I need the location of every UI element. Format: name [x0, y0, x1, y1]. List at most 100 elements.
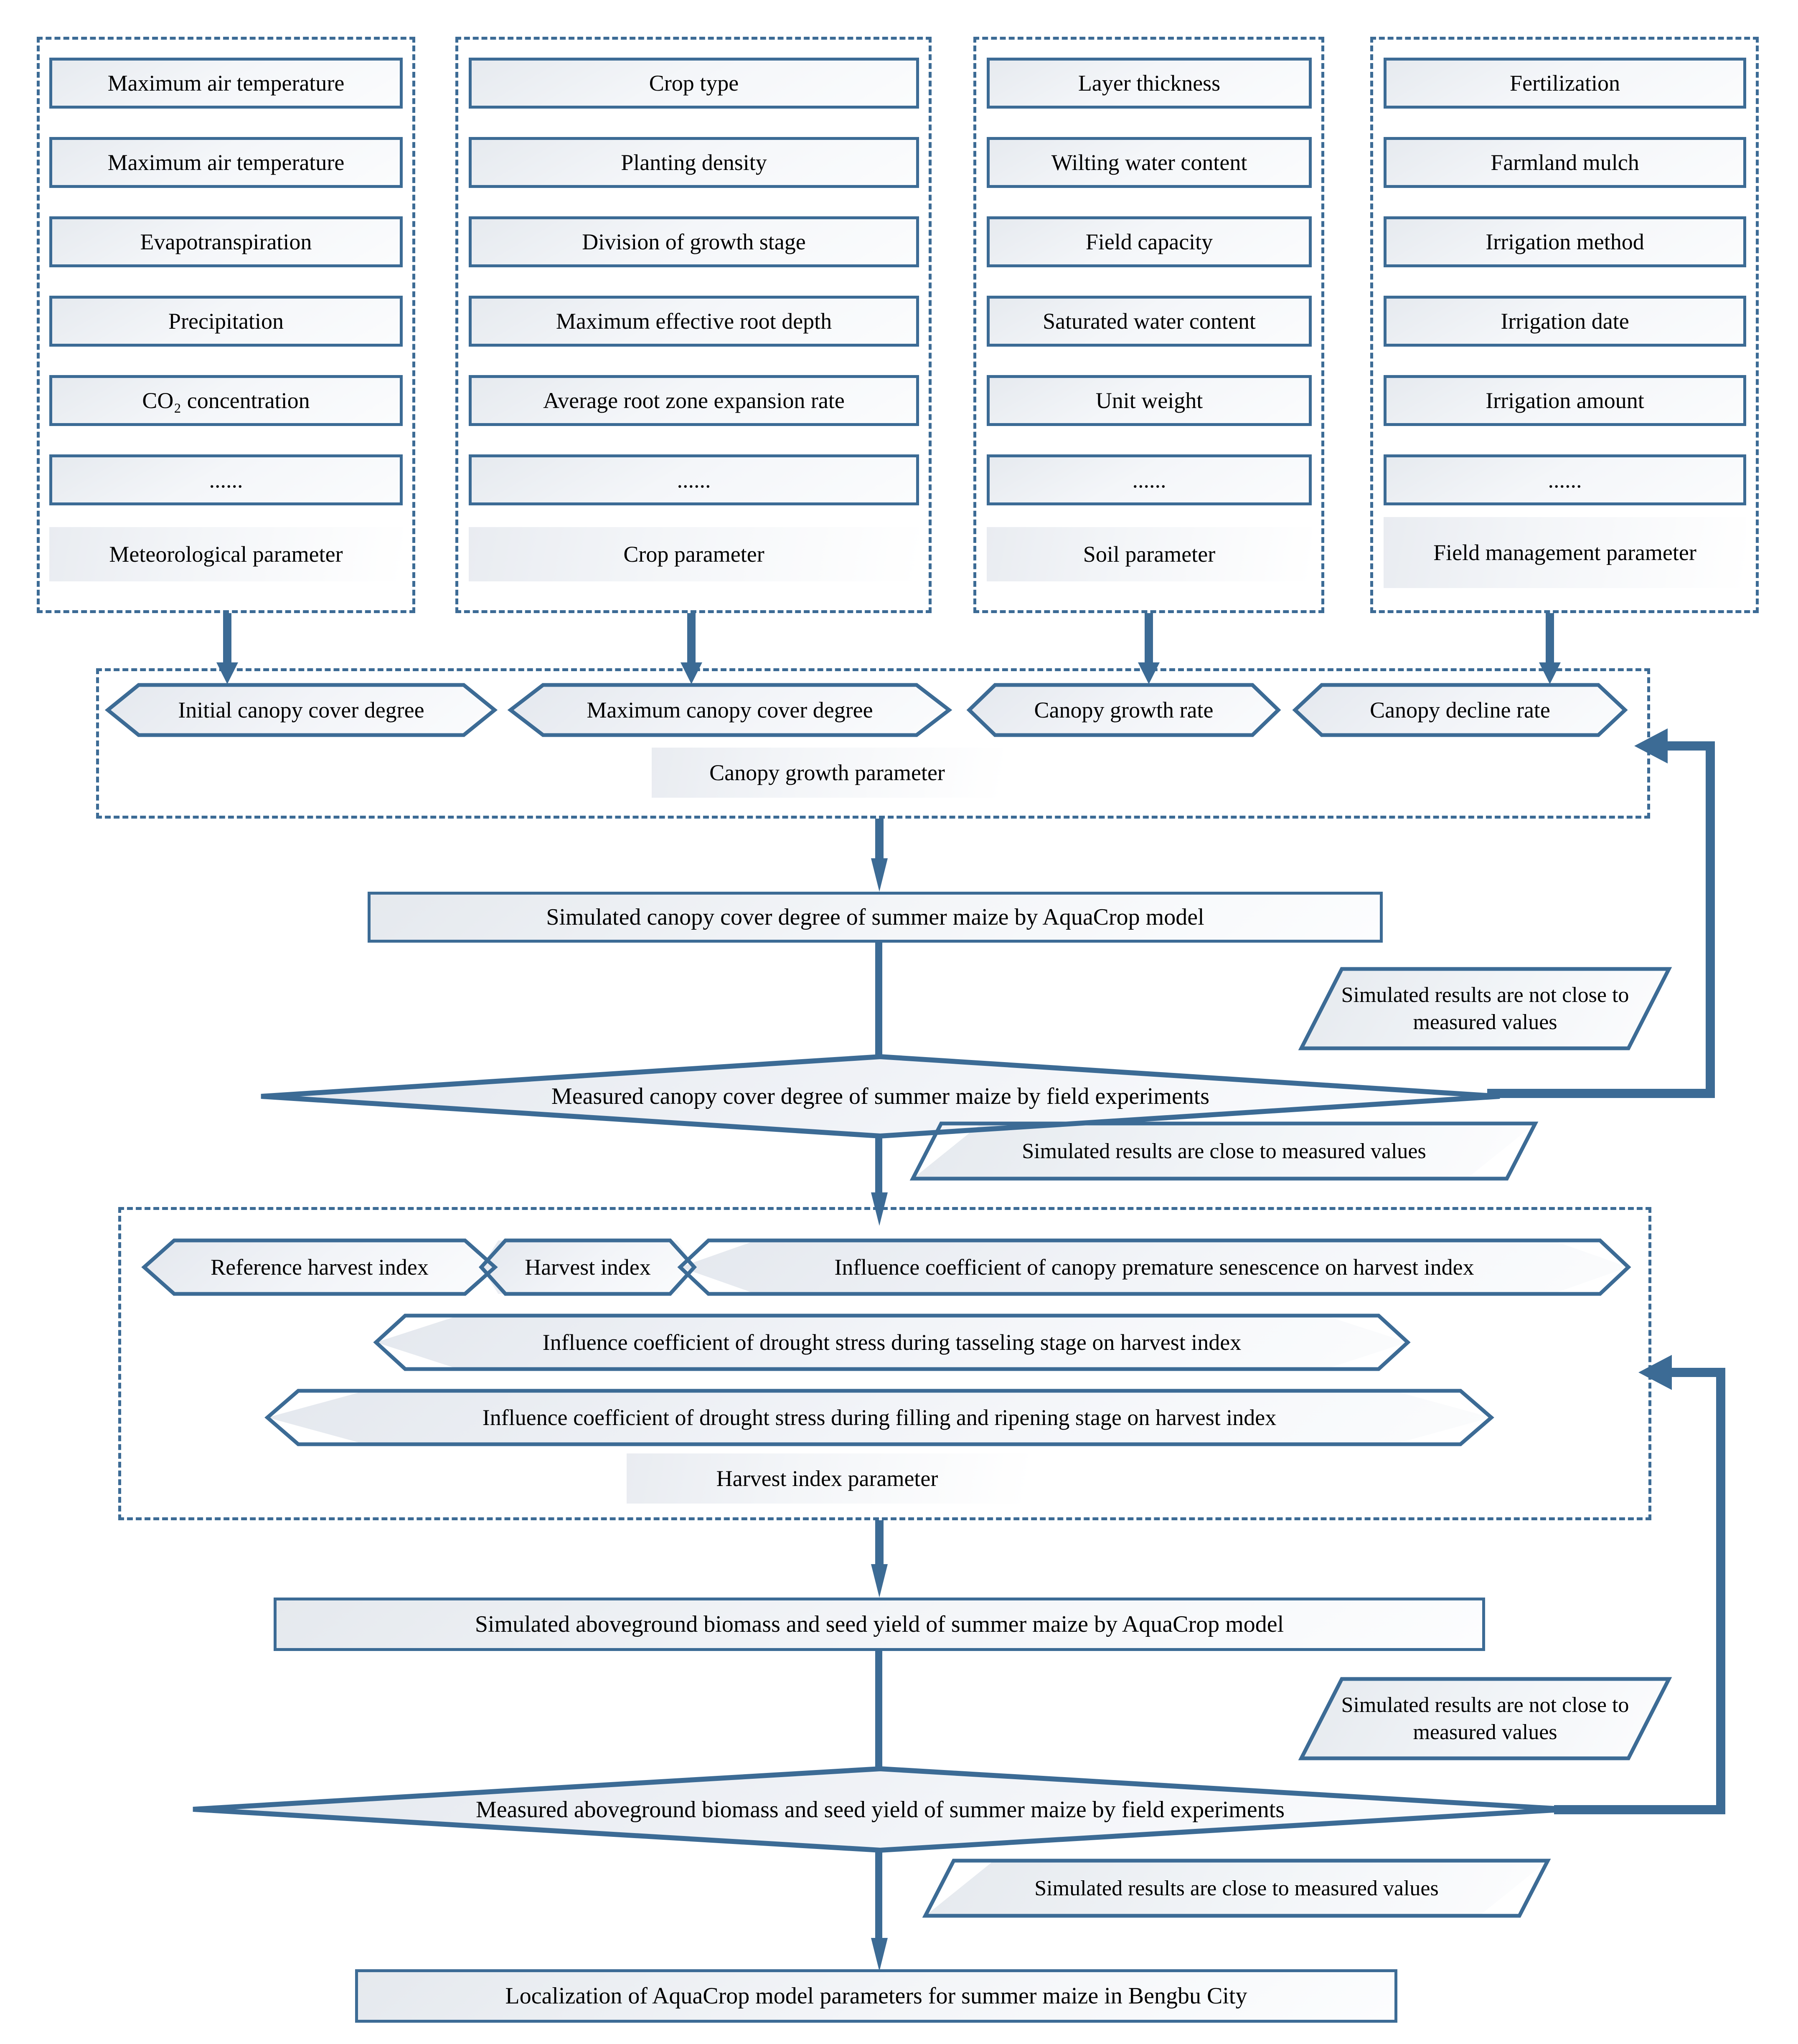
canopy-group-caption-label: Canopy growth parameter [709, 760, 945, 785]
parallelogram-fill [913, 1123, 1535, 1179]
parallelogram-outline [909, 1121, 1539, 1181]
param-label: Crop type [649, 70, 739, 96]
group-caption-label: Field management parameter [1433, 540, 1696, 565]
hex-fill [481, 1240, 694, 1294]
canopy-group-caption: Canopy growth parameter [652, 748, 1003, 798]
process-label: Simulated aboveground biomass and seed y… [475, 1611, 1284, 1637]
group-caption-label: Crop parameter [623, 541, 764, 567]
diamond-outline [261, 1054, 1500, 1139]
hex-fill [969, 685, 1278, 735]
canopy-hex-initial-cover[interactable]: Initial canopy cover degree [104, 683, 498, 737]
canopy-hex-label: Canopy decline rate [1370, 697, 1550, 723]
param-box: Planting density [469, 137, 919, 188]
annotation-label: Simulated results are not close to measu… [1341, 983, 1629, 1034]
hex-outline [373, 1314, 1411, 1371]
harvest-hex-label: Reference harvest index [211, 1255, 429, 1280]
param-label: Layer thickness [1078, 70, 1221, 96]
arrow-down-icon [871, 858, 888, 892]
decision-label: Measured canopy cover degree of summer m… [551, 1083, 1210, 1109]
parallelogram-fill [925, 1861, 1548, 1916]
group-caption: Soil parameter [987, 527, 1312, 581]
param-box: Layer thickness [987, 58, 1312, 109]
annotation-label: Simulated results are close to measured … [1022, 1139, 1426, 1163]
param-box: Maximum effective root depth [469, 296, 919, 347]
param-label: Maximum air temperature [107, 150, 345, 175]
connector-canopy-to-simulated [875, 819, 884, 860]
hex-outline [141, 1238, 498, 1296]
feedback-loop-2-top [1671, 1368, 1725, 1377]
input-group-soil [973, 37, 1324, 613]
arrow-left-icon [1638, 1355, 1672, 1390]
feedback-loop-1-bottom [1487, 1089, 1715, 1098]
param-label: ...... [1548, 467, 1582, 492]
canopy-hex-growth-rate[interactable]: Canopy growth rate [966, 683, 1281, 737]
param-label: Field capacity [1085, 229, 1213, 254]
arrow-down-icon [871, 1938, 888, 1971]
arrow-down-icon [1138, 662, 1160, 684]
process-simulated-biomass: Simulated aboveground biomass and seed y… [274, 1598, 1485, 1651]
arrow-down-icon [1539, 662, 1561, 684]
arrow-down-icon [871, 1564, 888, 1598]
feedback-loop-2-right [1716, 1368, 1725, 1814]
param-box: Evapotranspiration [49, 216, 403, 267]
param-box: Maximum air temperature [49, 137, 403, 188]
harvest-hex-filling-ripening-stage[interactable]: Influence coefficient of drought stress … [264, 1389, 1494, 1446]
canopy-hex-decline-rate[interactable]: Canopy decline rate [1292, 683, 1628, 737]
group-caption: Field management parameter [1384, 517, 1746, 588]
process-simulated-canopy: Simulated canopy cover degree of summer … [368, 892, 1383, 943]
hex-fill [680, 1240, 1628, 1294]
arrow-down-icon [681, 662, 702, 684]
input-group-crop [455, 37, 932, 613]
hex-outline [966, 683, 1281, 737]
canopy-hex-maximum-cover[interactable]: Maximum canopy cover degree [507, 683, 952, 737]
hex-fill [108, 685, 495, 735]
param-label: CO₂ concentration [142, 388, 310, 413]
param-box: Maximum air temperature [49, 58, 403, 109]
param-label: Irrigation date [1501, 308, 1629, 334]
param-label: Irrigation method [1486, 229, 1644, 254]
harvest-group-caption-label: Harvest index parameter [716, 1466, 938, 1491]
decision-label: Measured aboveground biomass and seed yi… [475, 1796, 1285, 1823]
hex-outline [507, 683, 952, 737]
feedback-loop-2-bottom [1554, 1805, 1725, 1814]
parallelogram-fill [1301, 1679, 1669, 1758]
param-box: ...... [1384, 454, 1746, 505]
hex-fill [267, 1391, 1491, 1444]
connector-harvest-to-biomass [875, 1520, 884, 1566]
parallelogram-outline [1298, 1677, 1672, 1760]
group-caption: Meteorological parameter [49, 527, 403, 581]
param-label: Fertilization [1510, 70, 1620, 96]
connector-soil [1145, 613, 1153, 667]
annotation-label: Simulated results are not close to measu… [1341, 1693, 1629, 1744]
parallelogram-fill [1301, 969, 1669, 1048]
decision-measured-biomass[interactable]: Measured aboveground biomass and seed yi… [193, 1766, 1568, 1853]
param-label: Division of growth stage [582, 229, 806, 254]
param-label: Saturated water content [1043, 308, 1256, 334]
parallelogram-outline [1298, 967, 1672, 1050]
param-box: Crop type [469, 58, 919, 109]
harvest-hex-tasseling-stage[interactable]: Influence coefficient of drought stress … [373, 1314, 1411, 1371]
hex-outline [677, 1238, 1631, 1296]
harvest-hex-premature-senescence[interactable]: Influence coefficient of canopy prematur… [677, 1238, 1631, 1296]
connector-decision-1-to-harvest [875, 1136, 882, 1194]
annotation-label: Simulated results are close to measured … [1034, 1876, 1439, 1900]
group-caption: Crop parameter [469, 527, 919, 581]
param-box: Irrigation method [1384, 216, 1746, 267]
param-box: ...... [987, 454, 1312, 505]
hex-fill [1295, 685, 1625, 735]
harvest-hex-reference-index[interactable]: Reference harvest index [141, 1238, 498, 1296]
process-label: Simulated canopy cover degree of summer … [546, 904, 1204, 930]
harvest-hex-harvest-index[interactable]: Harvest index [478, 1238, 697, 1296]
param-label: Wilting water content [1051, 150, 1247, 175]
canopy-hex-label: Initial canopy cover degree [178, 697, 424, 723]
annotation-not-close-2: Simulated results are not close to measu… [1298, 1677, 1672, 1760]
harvest-group-caption: Harvest index parameter [627, 1453, 1028, 1504]
connector-crop [687, 613, 696, 667]
param-box: ...... [49, 454, 403, 505]
param-box: CO₂ concentration [49, 375, 403, 426]
input-group-meteorological [37, 37, 415, 613]
process-final-localization: Localization of AquaCrop model parameter… [355, 1969, 1397, 2023]
param-label: Irrigation amount [1486, 388, 1644, 413]
param-label: Average root zone expansion rate [543, 388, 845, 413]
